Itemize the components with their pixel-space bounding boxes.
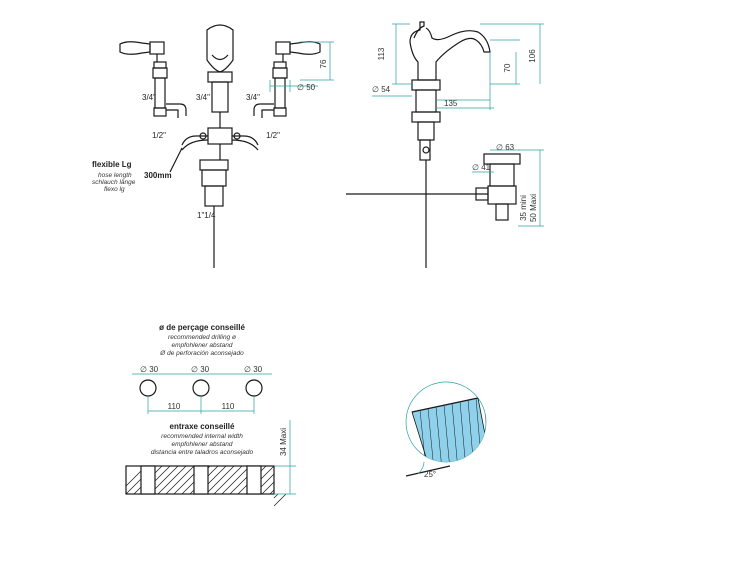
hole-2-diameter: ∅ 30 xyxy=(191,365,210,374)
hose-value: 300mm xyxy=(144,171,172,180)
hatch-line xyxy=(157,465,187,495)
hatch-line xyxy=(273,493,279,499)
hatch-line xyxy=(269,489,275,495)
side-view: 113 ∅ 54 135 70 106 ∅ 63 ∅ 41 35 mini 50… xyxy=(346,21,544,268)
spacing-right: 110 xyxy=(222,402,235,411)
spacing-de: empfohlener abstand xyxy=(171,441,232,448)
side-reach-dim: 135 xyxy=(444,99,458,108)
detail-fill xyxy=(411,397,486,462)
left-lever-handle xyxy=(119,41,165,62)
center-spout xyxy=(206,24,234,128)
drilling-title: ø de perçage conseillé xyxy=(159,323,245,332)
side-spout-height: 70 xyxy=(503,63,512,72)
thread-right-label: 3/4" xyxy=(246,93,260,102)
hose-title: flexible Lg xyxy=(92,160,132,169)
detail-stripe xyxy=(435,406,443,462)
front-dimension-lines xyxy=(269,41,334,92)
hose-de: schlauch länge xyxy=(92,179,136,186)
detail-stripe xyxy=(451,403,459,462)
thickness-dim: 34 Maxi xyxy=(279,428,288,456)
waste-diameter: ∅ 63 xyxy=(496,143,515,152)
front-height-dim: 76 xyxy=(319,59,328,68)
hose-es: flexo lg xyxy=(104,186,125,193)
range-min: 35 mini xyxy=(519,195,528,221)
waste-thread-label: 1"1/4 xyxy=(197,211,216,220)
angle-detail: 25° xyxy=(405,381,487,479)
spacing-title: entraxe conseillé xyxy=(170,422,235,431)
spacing-es: distancia entre taladros aconsejado xyxy=(151,449,254,456)
side-base-diameter: ∅ 54 xyxy=(372,85,391,94)
drill-hole-2 xyxy=(192,379,210,397)
detail-stripe xyxy=(483,396,486,462)
spacing-en: recommended internal width xyxy=(161,433,243,440)
right-lever-handle xyxy=(275,41,321,62)
pop-up-waste xyxy=(199,144,229,268)
hatch-line xyxy=(165,465,195,495)
hose-leader xyxy=(169,147,183,173)
hatch-line xyxy=(205,465,235,495)
range-max: 50 Maxi xyxy=(529,194,538,222)
drilling-de: empfohlener abstand xyxy=(171,342,232,349)
side-dimension-lines xyxy=(372,23,544,227)
hatch-line xyxy=(213,465,243,495)
waste-hole-diameter: ∅ 41 xyxy=(472,163,491,172)
hole-3-diameter: ∅ 30 xyxy=(244,365,263,374)
front-diameter-dim: ∅ 50 xyxy=(297,83,316,92)
detail-stripe xyxy=(443,404,451,462)
hatch-line xyxy=(221,465,251,495)
drilling-diagram: ø de perçage conseillé recommended drill… xyxy=(132,323,272,414)
drilling-es: Ø de perforación aconsejado xyxy=(159,350,244,357)
hose-en: hose length xyxy=(98,172,132,179)
spacing-left: 110 xyxy=(168,402,181,411)
angle-label: 25° xyxy=(424,470,436,479)
angle-leg xyxy=(405,465,451,477)
hatch-line xyxy=(261,481,275,495)
side-overall-height: 106 xyxy=(528,49,537,63)
side-height-dim: 113 xyxy=(377,47,386,60)
inlet-left-label: 1/2" xyxy=(152,131,166,140)
spacing-section: entraxe conseillé recommended internal w… xyxy=(125,420,296,507)
side-spout xyxy=(409,21,491,268)
drilling-en: recommended drilling ø xyxy=(168,334,236,341)
drill-hole-1 xyxy=(139,379,157,397)
section-hole-3 xyxy=(246,465,262,495)
drill-hole-3 xyxy=(245,379,263,397)
detail-stripe xyxy=(427,408,435,462)
thread-center-label: 3/4" xyxy=(196,93,210,102)
thread-left-label: 3/4" xyxy=(142,93,156,102)
inlet-right-label: 1/2" xyxy=(266,131,280,140)
pop-up-rod xyxy=(346,153,521,221)
right-valve-body xyxy=(253,61,288,118)
hatch-line xyxy=(273,493,287,507)
section-hole-1 xyxy=(140,465,156,495)
left-valve-body xyxy=(152,61,187,118)
section-hole-2 xyxy=(193,465,209,495)
front-view: 76 ∅ 50 3/4" 3/4" 3/4" 1/2" 1/2" flexibl… xyxy=(92,24,334,268)
hole-1-diameter: ∅ 30 xyxy=(140,365,159,374)
